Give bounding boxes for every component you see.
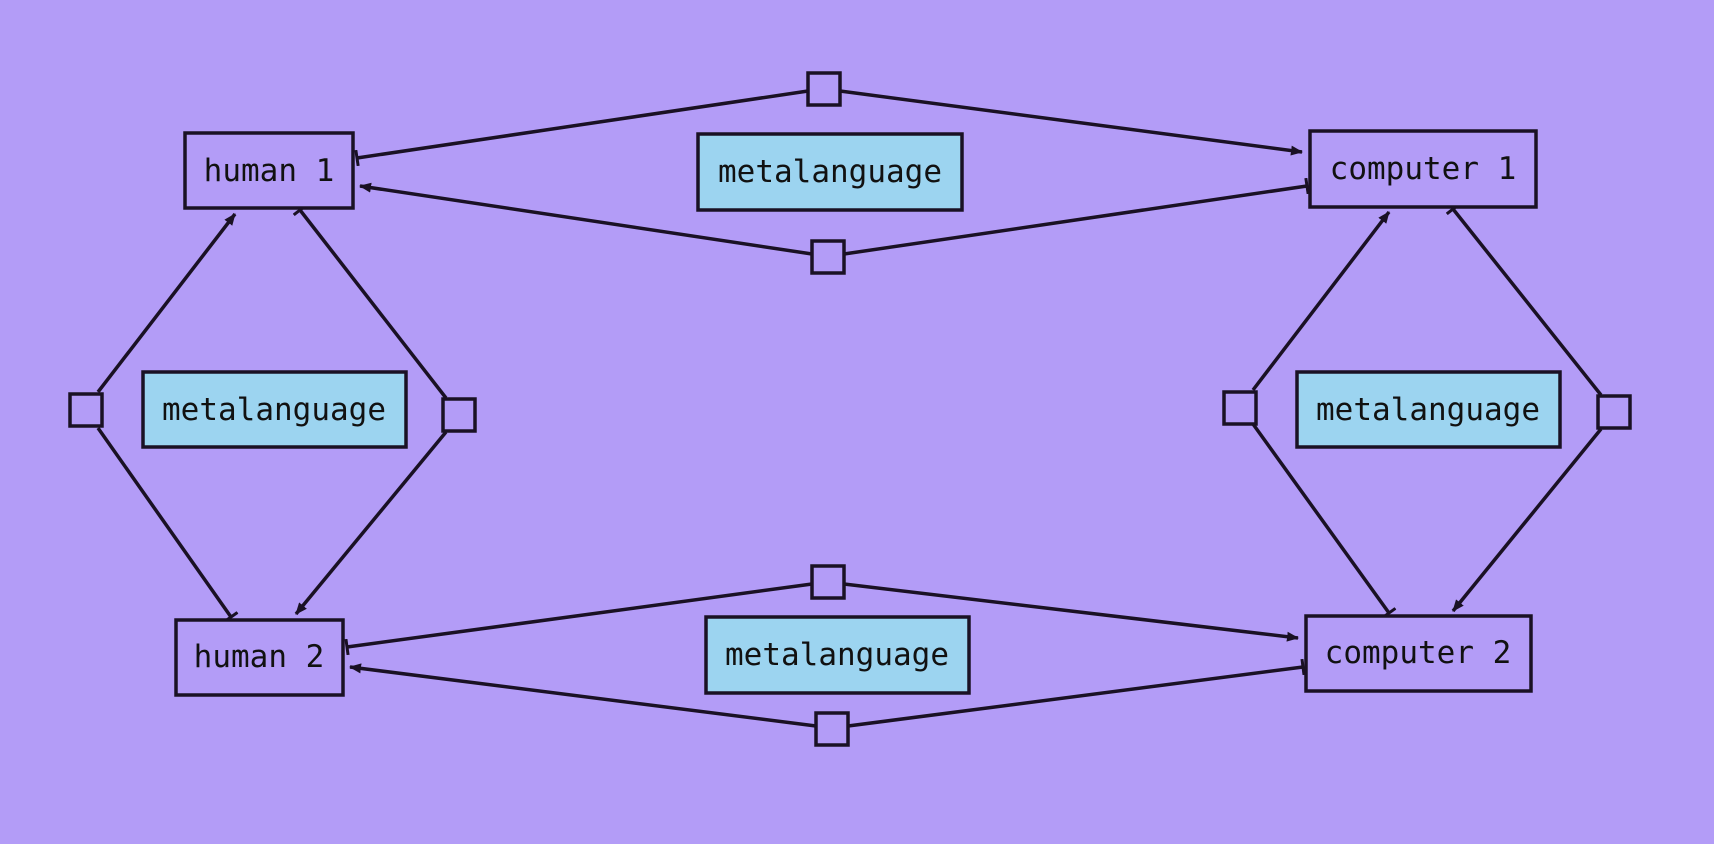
junction-left-outer — [68, 392, 104, 428]
junction-right-outer — [1596, 394, 1632, 430]
edge-human1-to-left-inner-junction — [292, 203, 448, 400]
edge-computer2-to-right-inner-junction — [1251, 422, 1397, 619]
junction-bottom-upper — [810, 564, 846, 600]
edge-top-lower-junction-to-human1 — [359, 182, 813, 256]
edge-left-outer-junction-to-human1 — [96, 212, 237, 394]
node-computer-1: computer 1 — [1308, 129, 1538, 209]
edge-human2-to-bottom-upper-junction — [344, 582, 813, 656]
node-human-1-label: human 1 — [204, 153, 335, 189]
node-human-2: human 2 — [174, 618, 345, 697]
junction-right-inner — [1222, 390, 1258, 426]
metalanguage-top-label: metalanguage — [718, 154, 942, 190]
edge-human1-to-top-upper-junction — [354, 89, 809, 167]
edge-computer1-to-top-lower-junction — [843, 177, 1310, 256]
edge-human2-to-left-outer-junction — [96, 426, 239, 623]
metalanguage-bottom-label: metalanguage — [725, 637, 949, 673]
metalanguage-top: metalanguage — [696, 132, 964, 212]
edge-right-inner-junction-to-computer1 — [1251, 210, 1391, 392]
junction-bottom-lower — [814, 711, 850, 747]
node-human-2-label: human 2 — [194, 639, 325, 675]
edge-computer1-to-right-outer-junction — [1445, 202, 1603, 397]
node-computer-2-label: computer 2 — [1325, 635, 1512, 671]
edge-left-inner-junction-to-human2 — [294, 430, 448, 616]
edge-top-upper-junction-to-computer1 — [839, 89, 1303, 156]
metalanguage-right: metalanguage — [1295, 370, 1562, 449]
edge-bottom-lower-junction-to-human2 — [349, 663, 817, 728]
junction-top-lower — [810, 239, 846, 275]
metalanguage-left-label: metalanguage — [162, 392, 386, 428]
edge-bottom-upper-junction-to-computer2 — [843, 582, 1299, 642]
edge-right-outer-junction-to-computer2 — [1451, 427, 1603, 613]
metalanguage-left: metalanguage — [141, 370, 408, 449]
junction-left-inner — [441, 397, 477, 433]
node-computer-2: computer 2 — [1304, 614, 1533, 693]
edge-computer2-to-bottom-lower-junction — [847, 658, 1306, 728]
metalanguage-right-label: metalanguage — [1316, 392, 1540, 428]
junction-top-upper — [806, 71, 842, 107]
node-computer-1-label: computer 1 — [1330, 151, 1517, 187]
metalanguage-bottom: metalanguage — [704, 615, 971, 695]
node-human-1: human 1 — [183, 131, 355, 210]
